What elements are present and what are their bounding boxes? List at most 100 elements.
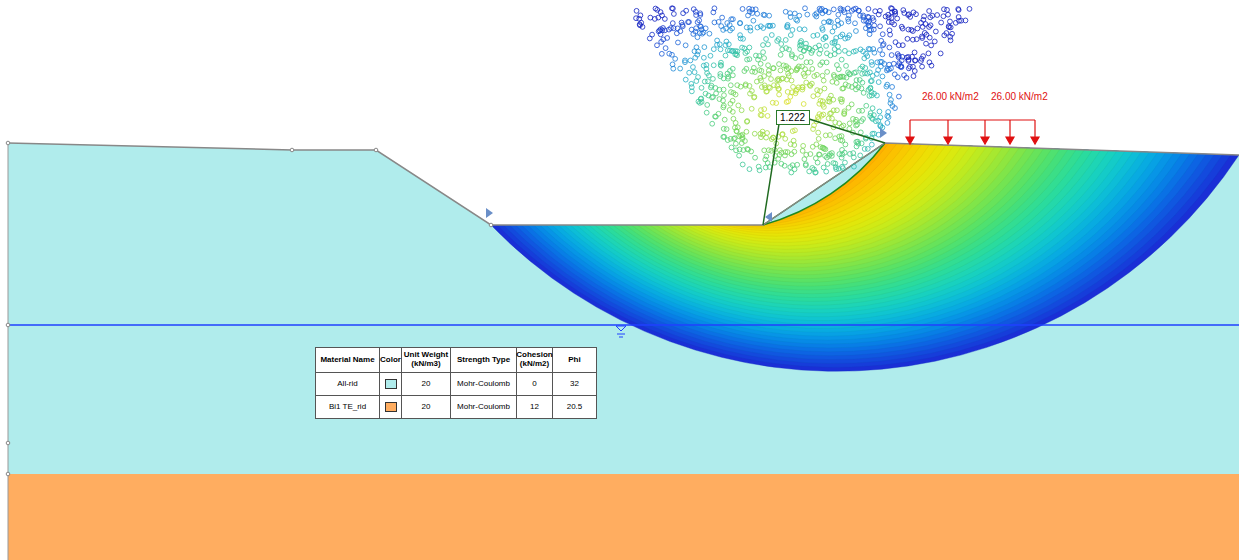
grid-point [868,47,873,52]
grid-point [687,20,692,25]
table-cell [379,395,402,419]
grid-point [733,141,738,146]
grid-point [870,131,875,136]
grid-point [764,89,769,94]
grid-point [719,63,724,68]
grid-point [818,89,823,94]
grid-point [822,86,827,91]
grid-point [737,153,742,158]
grid-point [792,11,797,16]
grid-point [725,138,730,143]
grid-point [766,63,771,68]
grid-point [686,20,691,25]
grid-point [670,21,675,26]
grid-point [761,12,766,17]
grid-point [860,108,865,113]
grid-point [899,24,904,29]
grid-point [737,147,742,152]
grid-point [790,28,795,33]
grid-point [866,15,871,20]
grid-point [847,51,852,56]
limit-marker [486,128,887,222]
grid-point [707,31,712,36]
grid-point [839,57,844,62]
grid-point [843,142,848,147]
table-value: 12 [530,403,539,412]
table-header: Unit Weight (kN/m3) [403,351,449,369]
grid-point [730,17,735,22]
grid-point [750,69,755,74]
grid-point [637,22,642,27]
grid-point [887,45,892,50]
grid-point [845,35,850,40]
grid-point [815,88,820,93]
grid-point [801,143,806,148]
slip-band [723,143,930,231]
grid-point [710,121,715,126]
grid-point [944,31,949,36]
grid-point [862,147,867,152]
table-value: 20 [422,380,431,389]
table-cell: 0 [516,372,553,396]
grid-point [718,63,723,68]
grid-point [890,85,895,90]
safety-factor: 1.222 [780,112,805,123]
grid-point [869,142,874,147]
grid-point [876,80,881,85]
table-value: 32 [570,380,579,389]
grid-point [673,56,678,61]
grid-point [876,68,881,73]
grid-point [795,18,800,23]
grid-point [784,46,789,51]
grid-point [721,105,726,110]
grid-point [924,41,929,46]
grid-point [863,26,868,31]
table-cell: 12 [516,395,553,419]
grid-point [852,164,857,169]
grid-point [860,80,865,85]
grid-point [831,7,836,12]
grid-point [810,144,815,149]
grid-point [728,83,733,88]
grid-point [678,66,683,71]
grid-point [764,154,769,159]
grid-point [932,39,937,44]
grid-point [752,94,757,99]
grid-point [830,116,835,121]
table-cell: 20 [401,395,451,419]
grid-point [815,92,820,97]
grid-point [786,99,791,104]
material-name: All-rid [337,380,357,389]
grid-point [683,43,688,48]
grid-point [721,76,726,81]
grid-point [788,11,793,16]
grid-point [905,36,910,41]
grid-point [728,68,733,73]
table-cell: Mohr-Coulomb [450,395,517,419]
grid-point [733,125,738,130]
grid-point [914,37,919,42]
grid-point [818,62,823,67]
grid-point [825,69,830,74]
grid-point [821,37,826,42]
left-boundary [8,143,9,560]
grid-point [634,16,639,21]
grid-point [956,8,961,13]
slip-band [729,143,922,228]
table-cell: All-rid [315,372,380,396]
slip-band [570,143,1133,321]
table-cell: Mohr-Coulomb [450,372,517,396]
grid-point [740,162,745,167]
ground-line [8,143,1239,225]
grid-point [670,6,675,11]
grid-point [799,54,804,59]
slip-band [607,143,1085,298]
grid-point [707,73,712,78]
grid-point [959,18,964,23]
grid-point [879,60,884,65]
grid-point [824,60,829,65]
grid-point [638,23,643,28]
grid-point [914,12,919,17]
grid-point [866,21,871,26]
grid-point [759,108,764,113]
